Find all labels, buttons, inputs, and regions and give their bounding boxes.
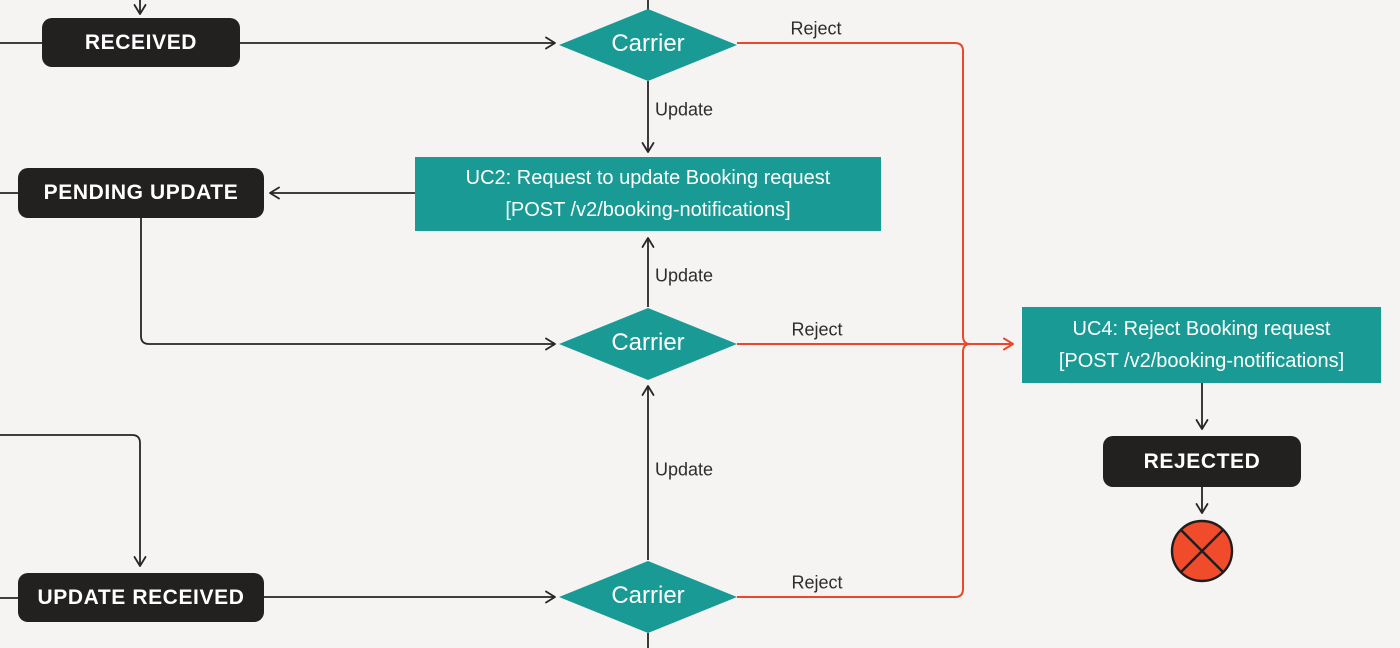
state-rejected-label: REJECTED xyxy=(1143,449,1261,473)
end-x-icon xyxy=(1170,519,1234,583)
edge-reject-bottom xyxy=(737,343,971,598)
uc4-endpoint: [POST /v2/booking-notifications] xyxy=(1058,350,1345,372)
usecase-uc2: UC2: Request to update Booking request [… xyxy=(415,157,881,231)
state-pending-update: PENDING UPDATE xyxy=(18,168,264,218)
state-received-label: RECEIVED xyxy=(84,30,198,54)
edge-label-update-middle: Update xyxy=(654,265,714,286)
carrier-bottom-diamond xyxy=(559,561,737,633)
carrier-top-diamond xyxy=(559,9,737,81)
edge-label-reject-top: Reject xyxy=(790,18,842,39)
carrier-top-label: Carrier xyxy=(611,30,685,57)
edge-label-reject-middle: Reject xyxy=(791,319,843,340)
state-update-received: UPDATE RECEIVED xyxy=(18,573,264,622)
edge-label-update-top: Update xyxy=(654,99,714,120)
carrier-middle-label: Carrier xyxy=(611,329,685,356)
state-pending-update-label: PENDING UPDATE xyxy=(43,181,239,204)
uc2-title: UC2: Request to update Booking request xyxy=(465,167,831,189)
carrier-middle-diamond xyxy=(559,308,737,380)
edge-label-reject-bottom: Reject xyxy=(791,572,843,593)
uc2-endpoint: [POST /v2/booking-notifications] xyxy=(505,199,791,221)
reject-connectors xyxy=(737,42,1014,598)
state-update-received-label: UPDATE RECEIVED xyxy=(37,585,245,609)
usecase-uc4: UC4: Reject Booking request [POST /v2/bo… xyxy=(1022,307,1381,383)
carrier-bottom-label: Carrier xyxy=(611,582,685,609)
state-rejected: REJECTED xyxy=(1103,436,1301,487)
uc4-title: UC4: Reject Booking request xyxy=(1072,318,1331,340)
edge-pending-update-to-carrier-middle xyxy=(140,218,556,351)
edge-label-update-bottom: Update xyxy=(654,459,714,480)
state-received: RECEIVED xyxy=(42,18,240,67)
black-connectors xyxy=(0,0,1209,648)
edge-left-elbow-into-update-received xyxy=(0,434,147,567)
